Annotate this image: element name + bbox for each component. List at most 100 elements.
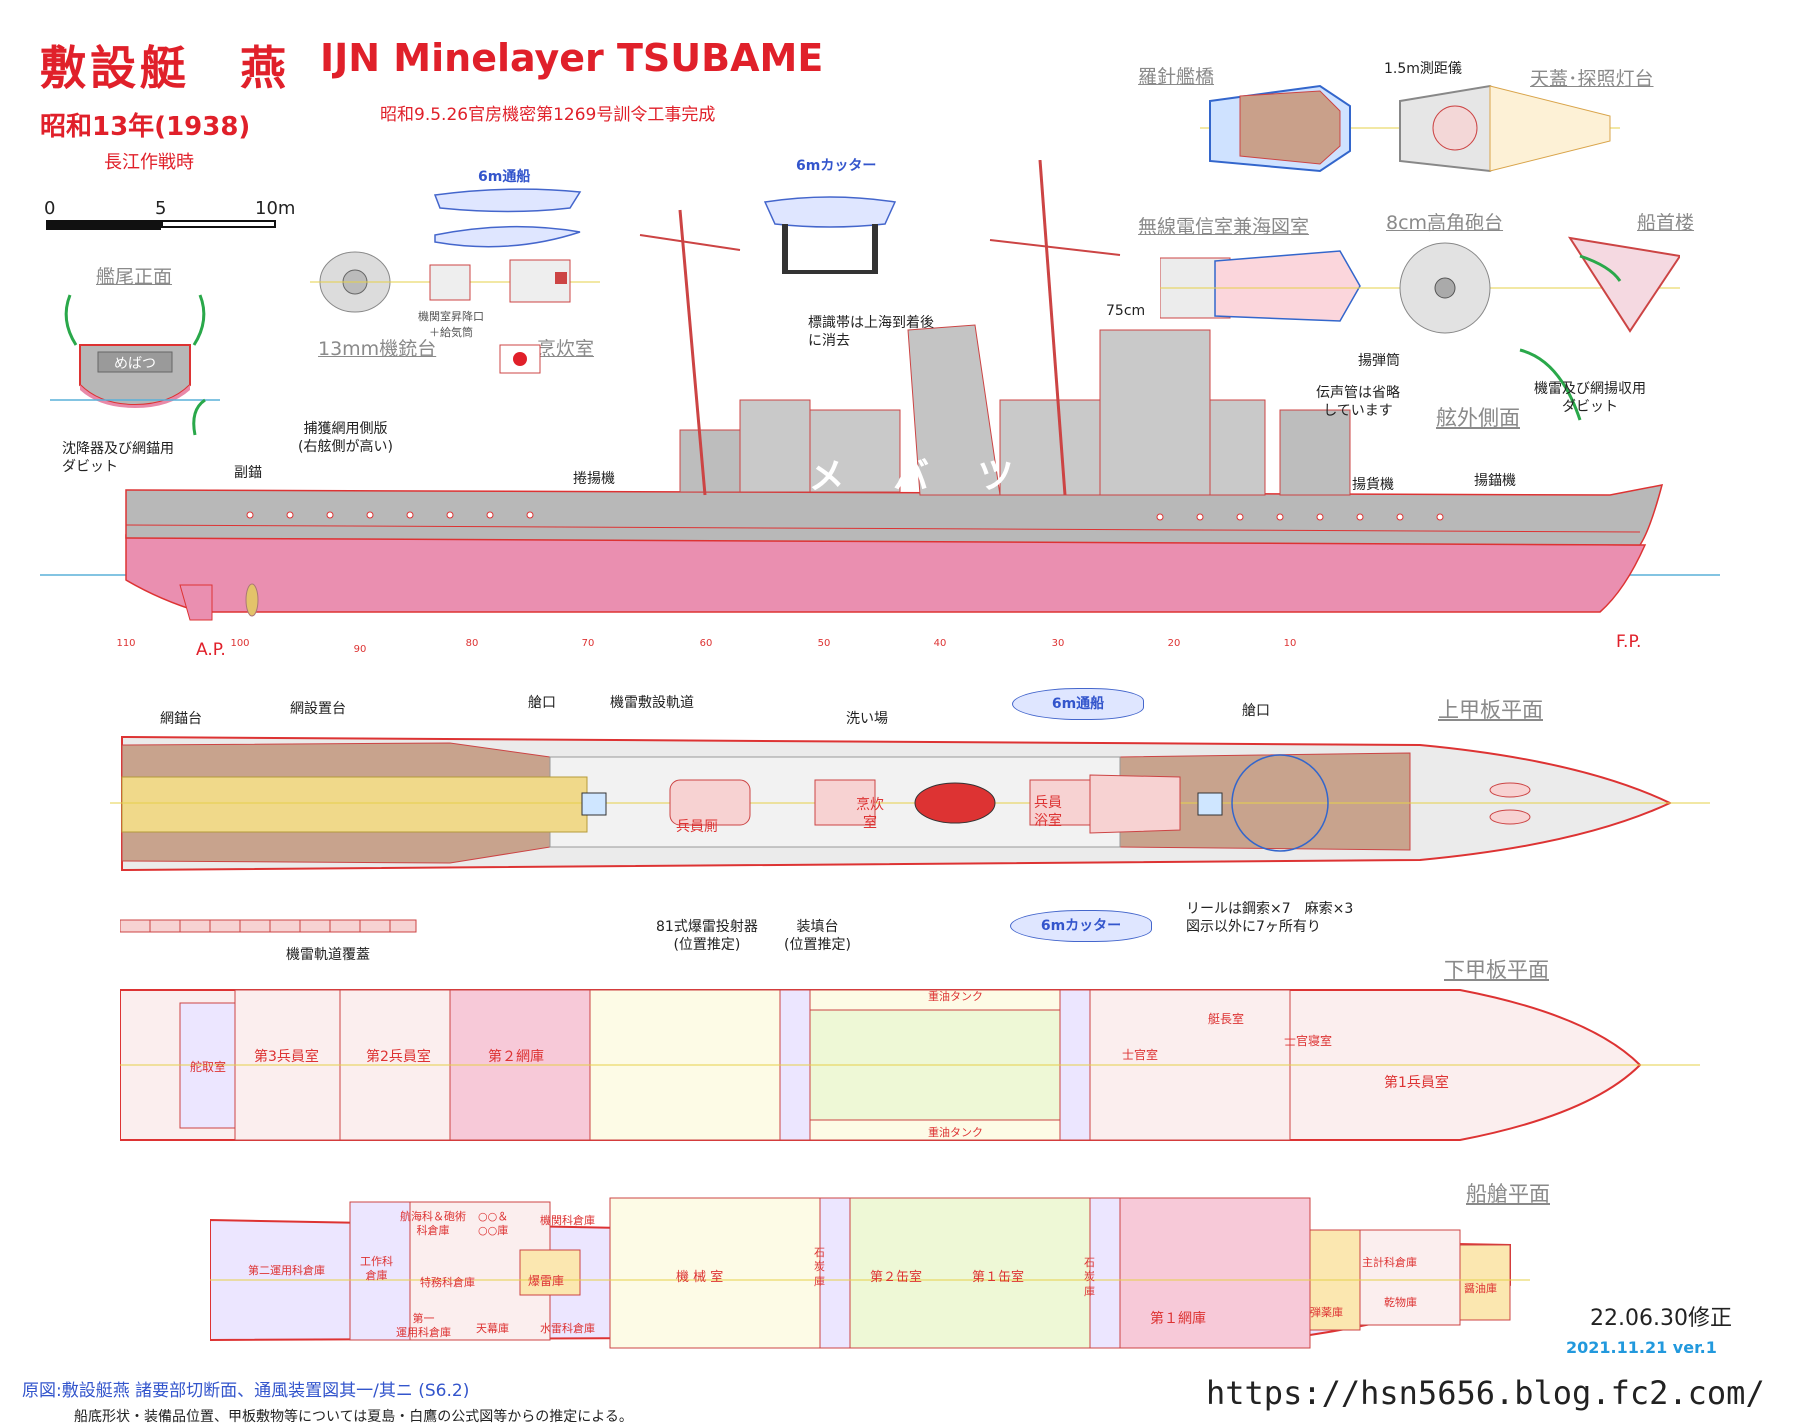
revised-date: 22.06.30修正 <box>1590 1306 1732 1331</box>
version: 2021.11.21 ver.1 <box>1566 1338 1717 1357</box>
hold-paymaster: 主計科倉庫 <box>1362 1256 1417 1269</box>
hull-name-text: メ バ ツ <box>808 456 1031 497</box>
mg-13mm-drawing <box>310 251 600 313</box>
hold-nav-gun: 航海科＆砲術 科倉庫 <box>400 1210 466 1238</box>
hold-boiler1: 第１缶室 <box>972 1270 1025 1285</box>
view-label-compass-bridge: 羅針艦橋 <box>1138 66 1215 88</box>
footnote: 船底形状・装備品位置、甲板敷物等については夏島・白鷹の公式図等からの推定による。 <box>74 1409 633 1425</box>
hold-engine: 機 械 室 <box>676 1270 724 1285</box>
label-rail-cover: 機雷軌道覆蓋 <box>286 947 370 963</box>
label-crew-head: 兵員厠 <box>676 819 718 835</box>
view-label-mg-13mm: 13mm機銃台 <box>318 338 437 360</box>
lower-room-steering: 舵取室 <box>190 1060 227 1074</box>
hold-dry: 乾物庫 <box>1384 1296 1417 1309</box>
svg-text:50: 50 <box>818 638 831 649</box>
view-label-lower-deck: 下甲板平面 <box>1444 958 1549 982</box>
label-winch: 捲揚機 <box>573 471 615 487</box>
label-dc-thrower: 81式爆雷投射器 (位置推定) <box>656 919 758 954</box>
boat-6m-drawing <box>433 188 582 248</box>
hold-net1: 第１網庫 <box>1150 1311 1206 1327</box>
svg-text:90: 90 <box>354 644 367 655</box>
view-label-profile: 舷外側面 <box>1436 406 1520 430</box>
boat-6m-tag: 6m通船 <box>1012 688 1144 720</box>
hold-special: 特務科倉庫 <box>420 1276 475 1289</box>
label-sinker-davit: 沈降器及び網錨用 ダビット <box>62 441 174 476</box>
svg-text:80: 80 <box>466 638 479 649</box>
cutter-6m-tag-text: 6mカッター <box>1040 918 1122 934</box>
hold-dc-mag: 爆雷庫 <box>528 1274 565 1288</box>
label-cargo-winch: 揚貨機 <box>1352 477 1394 493</box>
view-label-gun-8cm: 8cm高角砲台 <box>1386 212 1504 234</box>
lower-room-fuel-top: 重油タンク <box>928 990 983 1003</box>
lower-room-crew2: 第2兵員室 <box>366 1049 431 1065</box>
label-sub-anchor: 副錨 <box>234 465 262 481</box>
label-mine-davit: 機雷及び網揚収用 ダビット <box>1534 381 1646 416</box>
view-label-forecastle: 船首楼 <box>1637 212 1695 234</box>
hold-boiler2: 第２缶室 <box>870 1270 923 1285</box>
hold-coal1: 石 炭 庫 <box>814 1246 825 1288</box>
hold-works: 工作科 倉庫 <box>360 1255 393 1283</box>
label-engine-hatch: 機関室昇降口 ＋給気筒 <box>418 310 484 339</box>
title-period: 長江作戦時 <box>104 152 194 173</box>
scale-five: 5 <box>155 198 167 219</box>
hold-coal2: 石 炭 庫 <box>1084 1256 1095 1298</box>
label-loading-stand: 装填台 (位置推定) <box>784 919 851 954</box>
lower-room-captain: 艇長室 <box>1208 1012 1245 1026</box>
lower-room-officers: 士官室 <box>1122 1048 1159 1062</box>
label-net-board: 捕獲網用側版 (右舷側が高い) <box>298 421 393 456</box>
svg-text:110: 110 <box>116 638 135 649</box>
label-anchor-winch: 揚錨機 <box>1474 473 1516 489</box>
boat-6m-tag-text: 6m通船 <box>1051 696 1105 712</box>
scale-ten: 10m <box>255 198 296 219</box>
label-mine-rail: 機雷敷設軌道 <box>610 695 694 711</box>
svg-text:100: 100 <box>230 638 249 649</box>
stern-view: めばつ <box>50 294 220 408</box>
label-id-band: 標識帯は上海到着後 に消去 <box>808 315 934 350</box>
title-era: 昭和13年(1938) <box>40 112 251 142</box>
upper-deck-drawing <box>110 735 1710 872</box>
label-fp: F.P. <box>1616 632 1642 652</box>
lower-deck-drawing <box>120 989 1700 1141</box>
blog-url[interactable]: https://hsn5656.blog.fc2.com/ <box>1206 1374 1765 1412</box>
svg-text:10: 10 <box>1284 638 1297 649</box>
lower-room-crew1: 第1兵員室 <box>1384 1075 1449 1091</box>
label-wash: 洗い場 <box>846 711 888 727</box>
label-boat-6m-top: 6m通船 <box>478 169 531 185</box>
label-net-stowage: 網設置台 <box>290 701 346 717</box>
svg-text:20: 20 <box>1168 638 1181 649</box>
lower-room-fuel-bottom: 重油タンク <box>928 1126 983 1139</box>
svg-text:70: 70 <box>582 638 595 649</box>
scale-bar <box>46 220 276 232</box>
hold-store1: 第一 運用科倉庫 <box>396 1312 451 1340</box>
radio-gun-forecastle-drawing <box>1160 236 1680 334</box>
label-cutter-6m-top: 6mカッター <box>796 158 877 174</box>
title-jp: 敷設艇 燕 <box>40 41 290 95</box>
label-ammo-hoist: 揚弾筒 <box>1358 353 1400 369</box>
source-note: 原図:敷設艇燕 諸要部切断面、通風装置図其一/其ニ (S6.2) <box>22 1381 470 1401</box>
rail-cover-drawing <box>120 919 417 933</box>
cutter-6m-tag: 6mカッター <box>1010 910 1152 942</box>
label-hatch2: 艙口 <box>1242 703 1270 719</box>
bridge-views-drawing <box>1200 84 1620 173</box>
label-crew-bath: 兵員 浴室 <box>1034 795 1062 830</box>
lower-room-petty: 士官寝室 <box>1284 1034 1333 1048</box>
cutter-6m-drawing <box>763 196 897 274</box>
hold-engine-store: 機関科倉庫 <box>540 1214 595 1227</box>
svg-text:めばつ: めばつ <box>114 356 156 372</box>
label-hatch: 艙口 <box>528 695 556 711</box>
hold-oo: ○○＆ ○○庫 <box>478 1210 509 1238</box>
view-label-hold: 船艙平面 <box>1466 1182 1550 1206</box>
label-voice-tube: 伝声管は省略 しています <box>1316 385 1400 420</box>
label-galley-room: 烹炊 室 <box>856 797 884 832</box>
hold-mine-store: 水雷科倉庫 <box>540 1322 595 1335</box>
label-75cm: 75cm <box>1106 303 1146 319</box>
label-net-anchor-stand: 網錨台 <box>160 711 202 727</box>
view-label-galley: 烹炊室 <box>537 338 595 360</box>
hold-sauce: 醤油庫 <box>1464 1282 1497 1295</box>
scale-zero: 0 <box>44 198 56 219</box>
hold-drawing <box>210 1197 1530 1349</box>
title-en: IJN Minelayer TSUBAME <box>320 36 824 80</box>
svg-text:40: 40 <box>934 638 947 649</box>
view-label-upper-deck: 上甲板平面 <box>1438 698 1543 722</box>
